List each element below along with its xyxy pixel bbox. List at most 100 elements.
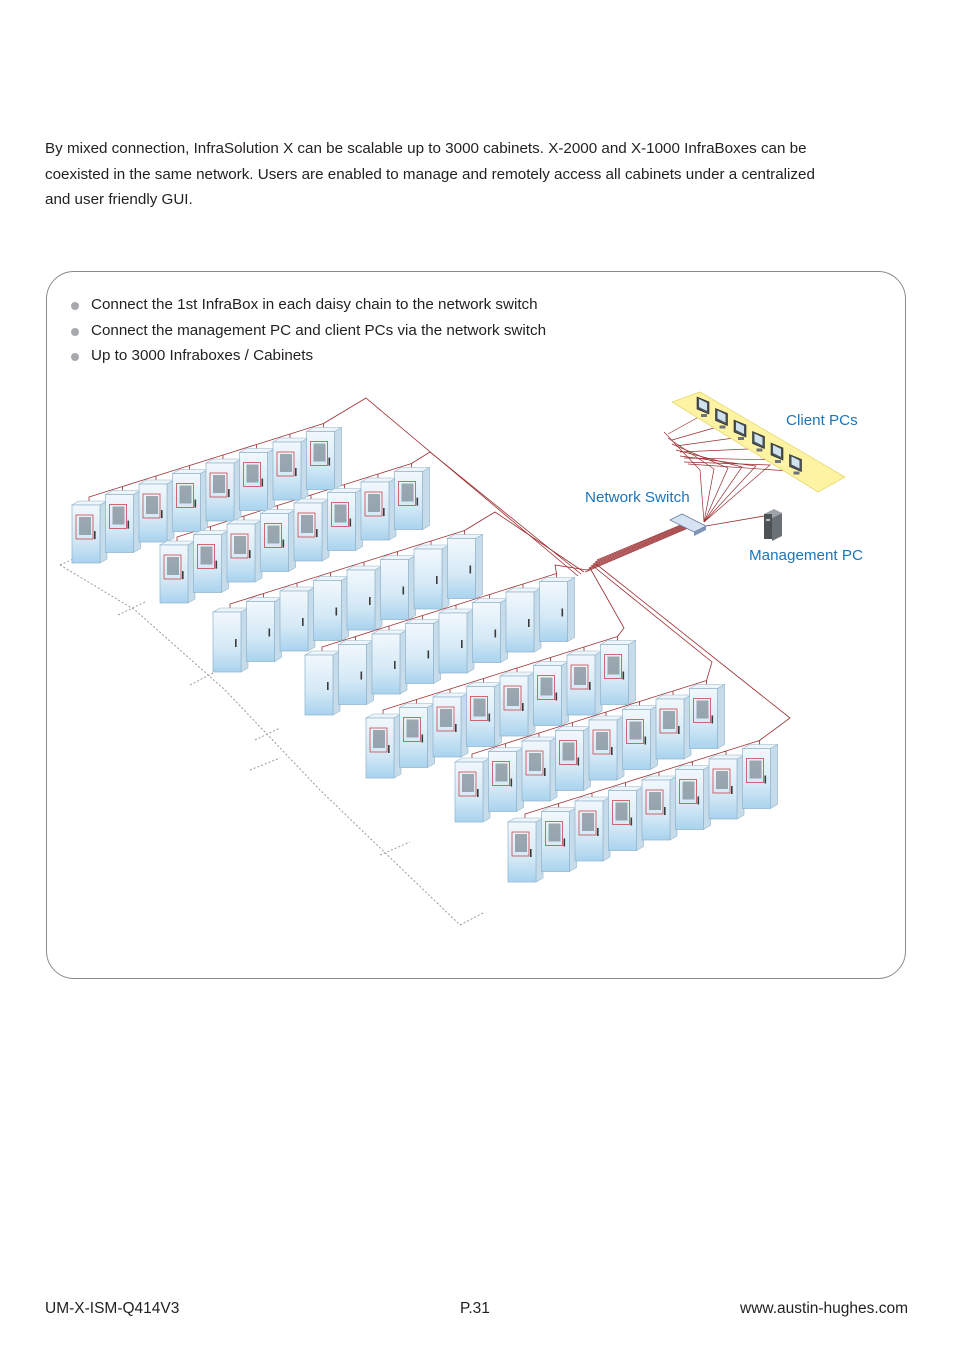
cabinet-icon: [453, 757, 492, 823]
cabinet-icon: [506, 817, 545, 883]
cabinet-icon: [654, 694, 693, 760]
floor-tick: [379, 841, 411, 856]
floor-tick: [189, 671, 216, 686]
cabinet-icon: [412, 544, 451, 610]
cabinet-icon: [364, 713, 403, 779]
backbone-cable: [464, 511, 585, 573]
bullet-dot-icon: [71, 302, 79, 310]
cabinet-icon: [379, 554, 417, 621]
cabinet-icon: [370, 629, 409, 695]
cabinet-icon: [707, 754, 746, 820]
bundle-cable: [586, 526, 689, 571]
mgmt-cable: [705, 515, 765, 527]
cabinet-icon: [137, 479, 176, 543]
client-pc-icon: [715, 408, 728, 429]
cabinet-icon: [104, 489, 142, 554]
client-pc-icon: [696, 396, 710, 417]
cabinet-icon: [337, 639, 375, 706]
cabinet-icon: [245, 596, 283, 663]
cabinet-icon: [345, 565, 384, 631]
client-pc-icon: [752, 431, 765, 452]
backbone-cable: [589, 567, 625, 637]
bullet-item: Up to 3000 Infraboxes / Cabinets: [71, 343, 546, 369]
client-drop-cable: [679, 448, 760, 453]
cabinet-icon: [487, 746, 525, 813]
bundle-cable: [592, 523, 689, 565]
client-drop-cable: [687, 463, 797, 472]
cabinet-icon: [305, 426, 343, 491]
network-switch-icon: [669, 513, 707, 536]
bullet-item: Connect the management PC and client PCs…: [71, 318, 546, 344]
client-cable: [663, 431, 705, 523]
cabinet-icon: [192, 529, 230, 594]
cabinet-icon: [278, 586, 317, 652]
floor-tick: [254, 727, 281, 741]
cabinet-icon: [238, 447, 276, 512]
bullet-dot-icon: [71, 327, 79, 336]
network-switch-label: Network Switch: [585, 489, 690, 506]
cabinet-icon: [303, 650, 342, 716]
client-pc-icon: [733, 419, 747, 440]
client-cable: [671, 443, 729, 523]
cabinet-icon: [554, 725, 592, 792]
tower-front: [764, 514, 772, 539]
cabinet-icon: [312, 575, 350, 642]
bullet-list: Connect the 1st InfraBox in each daisy c…: [71, 292, 546, 369]
cabinet-icon: [271, 437, 310, 501]
cabinet-icon: [573, 796, 612, 862]
client-cable: [683, 461, 771, 523]
cabinet-icon: [359, 477, 398, 541]
backbone-cable: [411, 451, 582, 575]
cabinet-icon: [171, 468, 209, 533]
management-pc-icon: [764, 509, 782, 541]
bundle-cable: [594, 522, 689, 563]
cabinet-icon: [393, 466, 431, 531]
cabinet-icon: [211, 607, 250, 673]
doc-code: UM-X-ISM-Q414V3: [45, 1300, 180, 1317]
cabinet-icon: [532, 660, 570, 727]
backbone-cable: [554, 564, 588, 574]
cabinet-icon: [158, 540, 197, 604]
client-drop-cable: [683, 457, 779, 461]
intro-line-1: By mixed connection, InfraSolution X can…: [45, 140, 807, 157]
page-number: P.31: [460, 1300, 490, 1317]
intro-paragraph: By mixed connection, InfraSolution X can…: [45, 136, 905, 213]
bundle-cable: [590, 524, 689, 567]
floor-tick: [117, 601, 146, 616]
client-pc-group: [671, 391, 846, 493]
diagram-panel: Connect the 1st InfraBox in each daisy c…: [46, 271, 906, 979]
tower-side: [772, 513, 782, 541]
cabinet-icon: [565, 650, 604, 716]
cabinet-icon: [599, 639, 637, 706]
floor-outline: [59, 555, 486, 926]
client-cable: [675, 449, 743, 523]
cabinet-icon: [259, 508, 297, 573]
bundle-cable: [588, 525, 689, 569]
cabinet-icon: [640, 775, 679, 841]
bundle-cable: [596, 521, 689, 561]
cabinet-icon: [70, 500, 109, 564]
tower-drive: [766, 519, 770, 521]
cabinet-icon: [587, 715, 626, 781]
cabinets: [70, 426, 779, 883]
bundle-cable: [584, 527, 689, 573]
client-cable: [667, 437, 715, 523]
floor-edge: [459, 911, 486, 926]
client-pc-icon: [789, 454, 802, 475]
website: www.austin-hughes.com: [740, 1300, 908, 1317]
cabinet-icon: [607, 785, 645, 852]
backbone-cable: [323, 397, 579, 577]
cabinet-icon: [465, 681, 503, 748]
cabinet-icon: [498, 671, 537, 737]
client-pcs-label: Client PCs: [786, 412, 858, 429]
cabinet-icon: [540, 806, 578, 873]
cabinet-icon: [292, 498, 331, 562]
cabinet-icon: [431, 692, 470, 758]
cabinet-icon: [674, 764, 712, 831]
cabinet-icon: [538, 576, 576, 643]
cabinet-icon: [398, 702, 436, 769]
cabinet-icon: [404, 618, 442, 685]
cabinet-icon: [437, 608, 476, 674]
cabinet-icon: [446, 533, 484, 600]
